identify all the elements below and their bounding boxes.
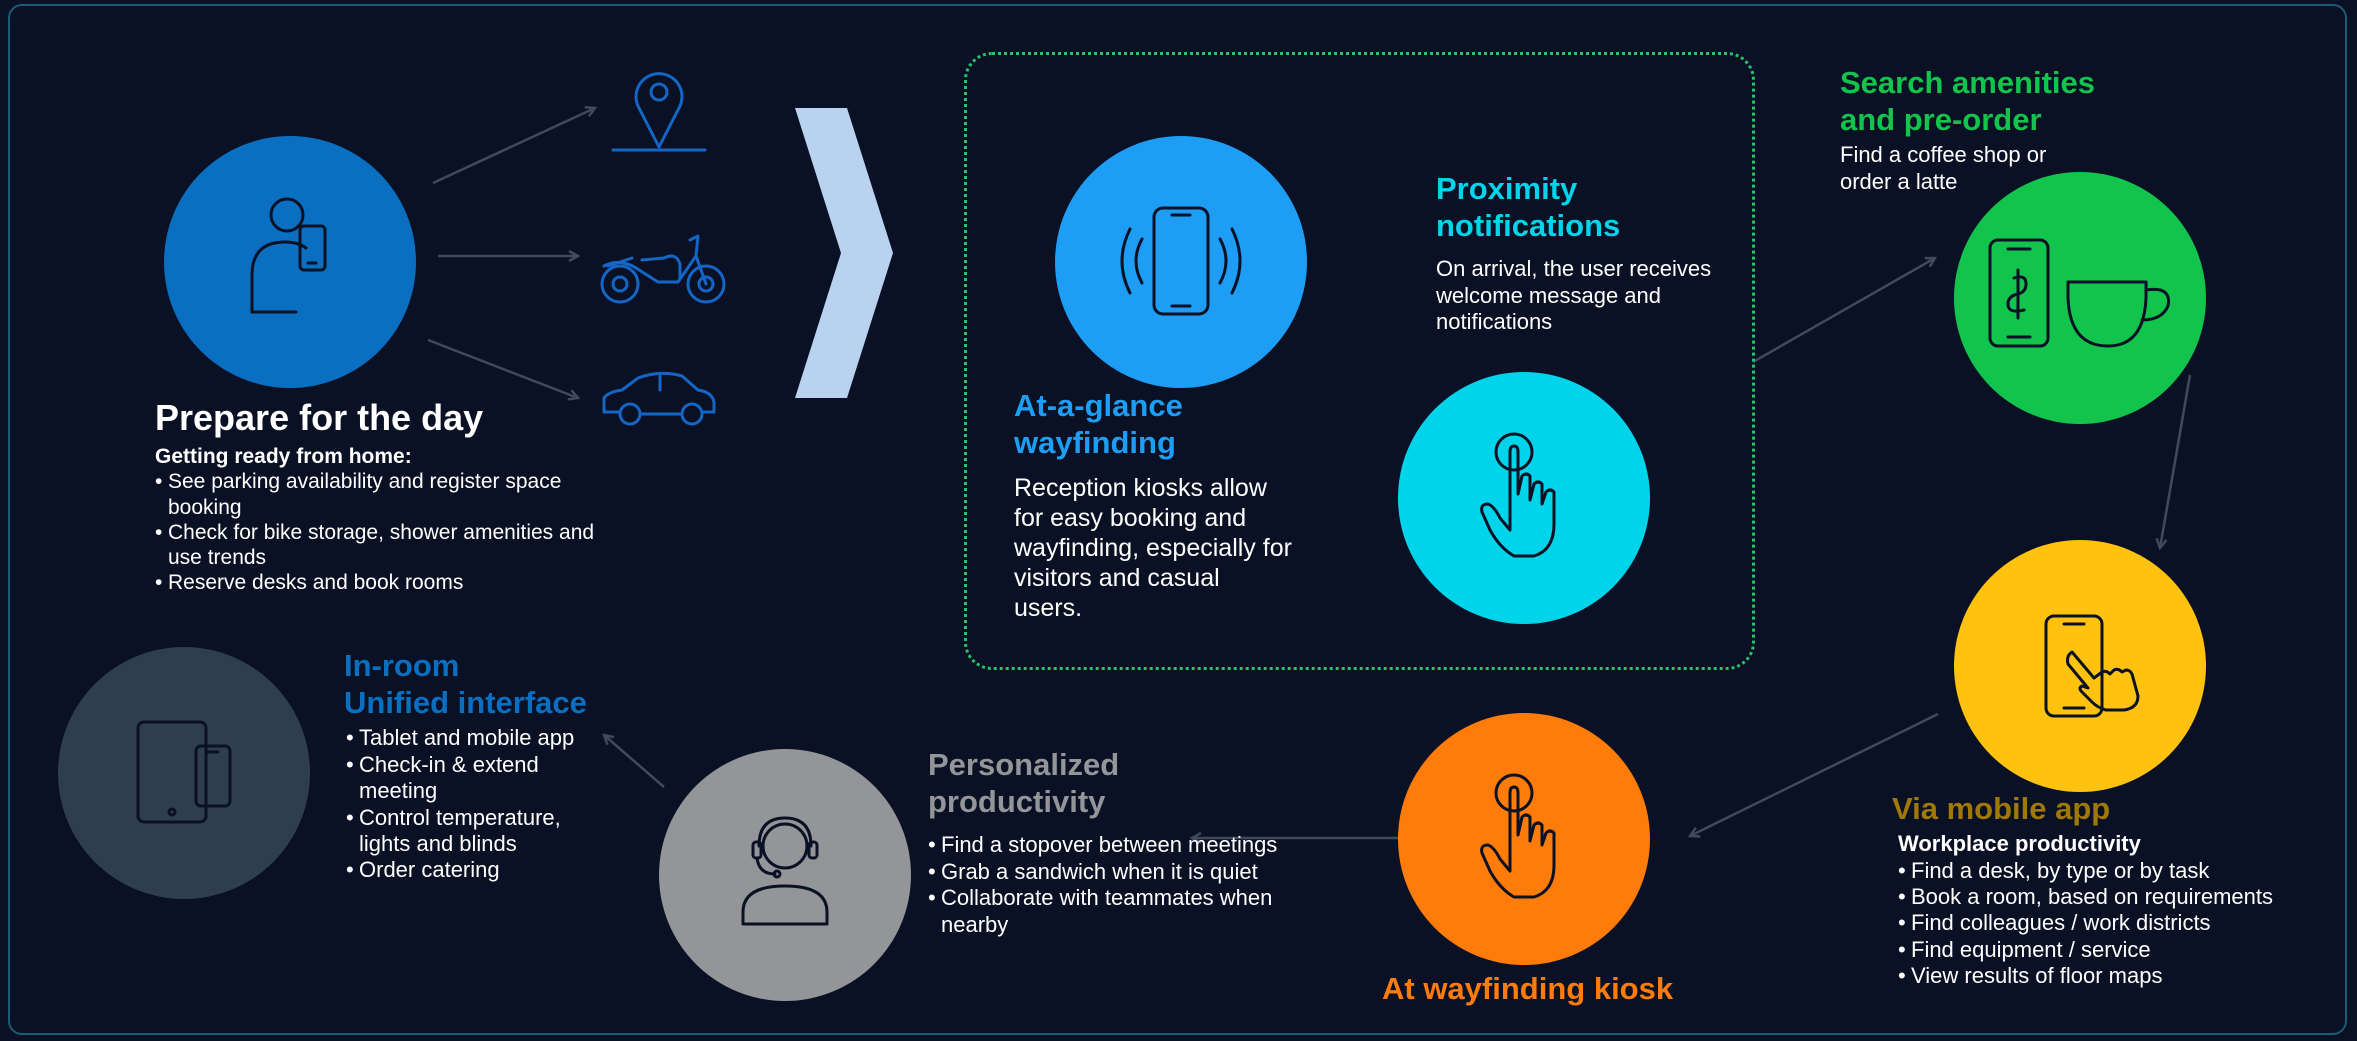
personalized-bullet-list: Find a stopover between meetings Grab a … (928, 832, 1328, 938)
amenities-title: Search amenities and pre-order (1840, 64, 2140, 138)
list-item: Find a stopover between meetings (928, 832, 1328, 859)
inroom-text-block: In-room Unified interface Tablet and mob… (344, 647, 604, 884)
kiosk-title: At wayfinding kiosk (1382, 971, 1674, 1006)
personalized-circle (659, 749, 911, 1001)
motorcycle-icon (600, 234, 726, 304)
wayfinding-body: Reception kiosks allow for easy booking … (1014, 474, 1292, 623)
arrow-to-mobile (2160, 374, 2192, 548)
amenities-circle (1954, 172, 2206, 424)
personalized-text-block: Personalized productivity Find a stopove… (928, 746, 1328, 938)
personalized-title: Personalized productivity (928, 746, 1328, 820)
amenities-text-block: Search amenities and pre-order Find a co… (1840, 64, 2140, 195)
arrow-to-location (432, 108, 595, 185)
tap-hand-icon (1480, 773, 1556, 899)
car-icon (602, 371, 716, 426)
inroom-bullet-list: Tablet and mobile app Check-in & extend … (344, 725, 604, 884)
inroom-title: In-room Unified interface (344, 647, 604, 721)
amenities-title-line2: and pre-order (1840, 102, 2042, 138)
inroom-title-line1: In-room (344, 648, 460, 683)
wayfinding-title-line2: wayfinding (1014, 425, 1176, 461)
phone-tap-icon (2044, 614, 2140, 718)
list-item: Find a desk, by type or by task (1898, 858, 2312, 885)
list-item: Book a room, based on requirements (1898, 884, 2312, 911)
list-item: Find equipment / service (1898, 937, 2312, 964)
arrow-to-car (427, 338, 578, 398)
list-item: Tablet and mobile app (346, 725, 604, 752)
wayfinding-text-block: At-a-glance wayfinding Reception kiosks … (1014, 387, 1294, 623)
diagram-frame (8, 4, 2347, 1035)
list-item: Collaborate with teammates when nearby (928, 885, 1328, 938)
list-item: See parking availability and register sp… (155, 469, 615, 519)
mobile-title: Via mobile app (1892, 791, 2111, 826)
tablet-and-phone-icon (136, 720, 232, 824)
inroom-circle (58, 647, 310, 899)
person-with-phone-icon (250, 197, 327, 314)
prepare-text-block: Prepare for the day Getting ready from h… (155, 396, 615, 596)
list-item: Check for bike storage, shower amenities… (155, 520, 615, 570)
wayfinding-title: At-a-glance wayfinding (1014, 387, 1294, 461)
proximity-title-line1: Proximity (1436, 171, 1578, 206)
arrow-to-kiosk (1690, 712, 1939, 836)
mobile-text-block: Via mobile app Workplace productivity Fi… (1892, 790, 2312, 990)
mobile-circle (1954, 540, 2206, 792)
mobile-bullet-list: Find a desk, by type or by task Book a r… (1892, 858, 2312, 990)
arrow-to-inroom (604, 735, 665, 788)
proximity-circle (1398, 372, 1650, 624)
prepare-circle (164, 136, 416, 388)
proximity-title: Proximity notifications (1436, 170, 1741, 244)
list-item: Order catering (346, 857, 604, 884)
list-item: Check-in & extend meeting (346, 752, 604, 805)
proximity-title-line2: notifications (1436, 208, 1621, 244)
prepare-title: Prepare for the day (155, 397, 484, 438)
wayfinding-title-line1: At-a-glance (1014, 388, 1183, 423)
personalized-title-line2: productivity (928, 784, 1106, 820)
tap-hand-icon (1480, 432, 1556, 558)
inroom-title-line2: Unified interface (344, 685, 587, 721)
amenities-body: Find a coffee shop or order a latte (1840, 142, 2047, 194)
list-item: Grab a sandwich when it is quiet (928, 859, 1328, 886)
amenities-title-line1: Search amenities (1840, 65, 2096, 100)
location-pin-icon (611, 72, 707, 152)
vibrating-phone-icon (1120, 206, 1242, 316)
mobile-subtitle: Workplace productivity (1898, 831, 2141, 857)
list-item: Reserve desks and book rooms (155, 570, 615, 595)
arrow-to-amenities (1752, 258, 1935, 364)
personalized-title-line1: Personalized (928, 747, 1120, 782)
kiosk-circle (1398, 713, 1650, 965)
phone-and-coffee-cup-icon (1988, 238, 2171, 348)
prepare-subtitle: Getting ready from home: (155, 445, 412, 469)
reception-group-box (964, 52, 1755, 670)
proximity-body: On arrival, the user receives welcome me… (1436, 256, 1712, 335)
list-item: Control temperature, lights and blinds (346, 805, 604, 858)
headset-person-icon (741, 816, 829, 926)
chevron-arrow (795, 108, 893, 398)
list-item: View results of floor maps (1898, 963, 2312, 990)
proximity-text-block: Proximity notifications On arrival, the … (1436, 170, 1741, 336)
prepare-bullet-list: See parking availability and register sp… (155, 469, 615, 595)
wayfinding-circle (1055, 136, 1307, 388)
list-item: Find colleagues / work districts (1898, 910, 2312, 937)
